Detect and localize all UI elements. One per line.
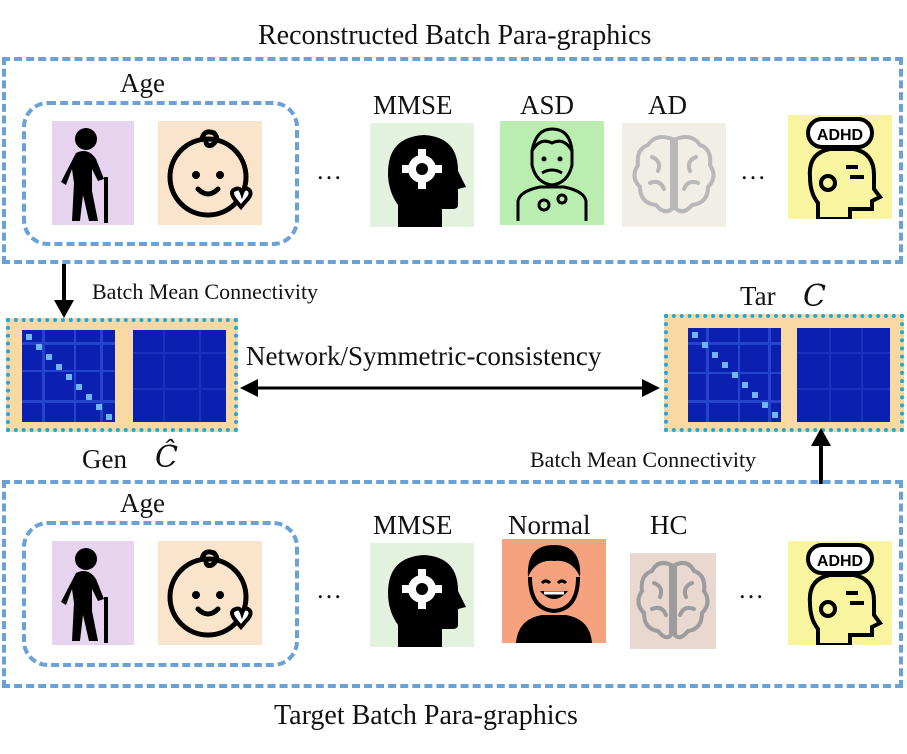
batch-mean-top-label: Batch Mean Connectivity: [92, 279, 319, 304]
adhd-head-icon: ADHD: [788, 115, 892, 219]
adhd-head-icon-bottom: ADHD: [788, 541, 892, 645]
bottom-hc-label: HC: [650, 510, 688, 540]
bottom-age-group: [22, 521, 299, 667]
double-arrow: [240, 379, 660, 397]
bottom-ellipsis-1: …: [316, 575, 342, 604]
top-frame: [2, 57, 903, 264]
up-arrow: [811, 428, 831, 484]
top-asd-label: ASD: [520, 90, 575, 120]
top-ellipsis-1: …: [316, 156, 342, 185]
top-age-group: [22, 101, 299, 246]
bottom-title: Target Batch Para-graphics: [274, 700, 578, 731]
tar-heatmap-pair: [664, 314, 904, 432]
tar-heatmap-right: [797, 328, 890, 422]
gen-heatmap-pair: [6, 318, 238, 432]
tar-label: Tar: [740, 281, 776, 311]
top-ad-label: AD: [648, 90, 687, 120]
brain-icon-bottom: [630, 553, 716, 649]
top-ellipsis-2: …: [740, 156, 766, 185]
down-arrow: [54, 264, 74, 318]
gen-label: Gen: [82, 444, 127, 474]
bottom-frame: [2, 480, 903, 688]
elderly-person-icon: [52, 121, 134, 225]
bottom-ellipsis-2: …: [738, 575, 764, 604]
bottom-adhd-badge: ADHD: [817, 553, 863, 570]
bottom-age-label: Age: [120, 488, 165, 518]
elderly-person-icon-bottom: [52, 541, 134, 645]
top-age-label: Age: [120, 68, 165, 98]
gen-heatmap-right: [133, 330, 226, 422]
gen-symbol: Ĉ: [155, 440, 178, 475]
head-gear-icon-bottom: [370, 543, 474, 647]
batch-mean-bottom-label: Batch Mean Connectivity: [530, 447, 757, 472]
top-title: Reconstructed Batch Para-graphics: [258, 20, 652, 51]
bottom-normal-label: Normal: [508, 510, 591, 540]
baby-face-icon-bottom: [158, 541, 262, 645]
brain-icon: [622, 123, 726, 227]
head-gear-icon: [370, 123, 474, 227]
top-adhd-badge: ADHD: [817, 127, 863, 144]
consistency-label: Network/Symmetric-consistency: [246, 341, 602, 371]
smiling-person-icon: [502, 539, 606, 643]
tar-symbol: C: [803, 279, 826, 314]
asd-person-icon: [500, 121, 604, 225]
tar-heatmap-left: [688, 328, 781, 422]
gen-heatmap-left: [22, 330, 115, 422]
bottom-mmse-label: MMSE: [373, 510, 453, 540]
baby-face-icon: [158, 121, 262, 225]
top-mmse-label: MMSE: [373, 90, 453, 120]
